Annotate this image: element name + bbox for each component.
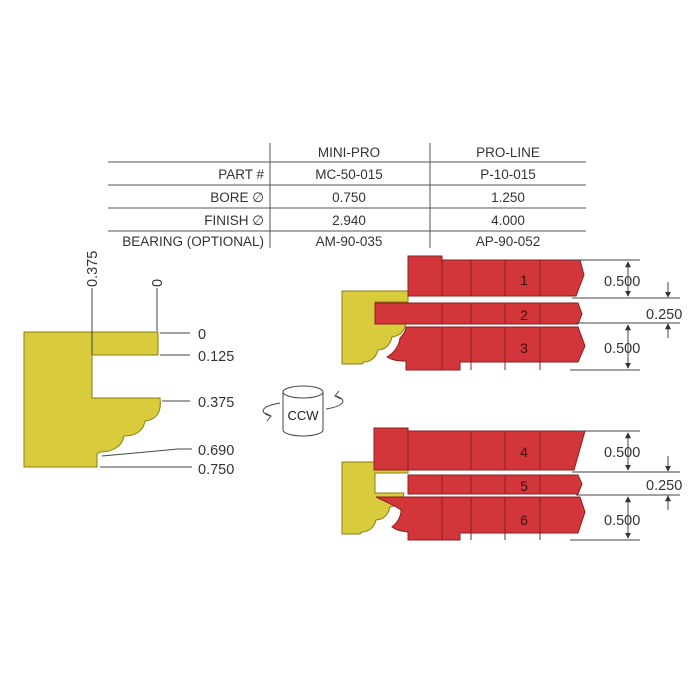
label-side-0125: 0.125 <box>198 349 234 365</box>
col-header-mini-pro: MINI-PRO <box>318 145 380 160</box>
cut-number-6: 6 <box>520 512 528 528</box>
leader-0690 <box>101 448 192 457</box>
cell-part-pro: P-10-015 <box>480 167 536 182</box>
rotation-indicator: CCW <box>262 385 344 437</box>
label-top-0375: 0.375 <box>85 251 101 287</box>
cut-number-4: 4 <box>520 444 528 460</box>
dim-label-upper-2: 0.250 <box>646 307 682 323</box>
dim-label-lower-6: 0.500 <box>604 513 640 529</box>
cutter-1 <box>407 255 585 297</box>
cell-bearing-pro: AP-90-052 <box>476 234 541 249</box>
label-side-0375: 0.375 <box>198 395 234 411</box>
cut-number-1: 1 <box>520 272 528 288</box>
label-side-0: 0 <box>198 327 206 343</box>
cutter-2 <box>374 302 583 325</box>
cutter-3 <box>386 326 586 371</box>
rotation-arrow-icon <box>262 390 344 422</box>
label-side-0750: 0.750 <box>198 462 234 478</box>
workpiece-lower <box>341 461 409 535</box>
row-label-bore: BORE ∅ <box>210 190 264 205</box>
cell-bore-mini: 0.750 <box>332 190 366 205</box>
cutter-4 <box>373 427 586 471</box>
cut-number-3: 3 <box>520 340 528 356</box>
label-top-0: 0 <box>150 279 166 287</box>
cutter-set-upper: 1 2 3 0.500 0.250 0.500 <box>341 255 682 371</box>
ccw-label: CCW <box>287 408 319 423</box>
spec-table: MINI-PRO PRO-LINE PART # MC-50-015 P-10-… <box>108 143 586 249</box>
cutter-6 <box>375 496 586 541</box>
dim-label-upper-1: 0.500 <box>604 274 640 290</box>
row-label-bearing: BEARING (OPTIONAL) <box>122 234 264 249</box>
cell-part-mini: MC-50-015 <box>315 167 383 182</box>
cutter-set-lower: 4 5 6 0.500 0.250 0.500 <box>341 427 682 541</box>
cell-bore-pro: 1.250 <box>491 190 525 205</box>
dim-label-lower-5: 0.250 <box>646 478 682 494</box>
row-label-part: PART # <box>218 167 264 182</box>
cutter-5 <box>407 474 583 495</box>
col-header-pro-line: PRO-LINE <box>476 145 540 160</box>
label-side-0690: 0.690 <box>198 443 234 459</box>
cut-number-2: 2 <box>520 307 528 323</box>
cell-finish-mini: 2.940 <box>332 213 366 228</box>
cell-bearing-mini: AM-90-035 <box>316 234 383 249</box>
cylinder-icon <box>282 385 324 437</box>
dim-label-upper-3: 0.500 <box>604 341 640 357</box>
dim-label-lower-4: 0.500 <box>604 445 640 461</box>
row-label-finish: FINISH ∅ <box>204 213 264 228</box>
profile-shape <box>23 331 161 468</box>
cell-finish-pro: 4.000 <box>491 213 525 228</box>
profile-diagram: 0.375 0 0 0.125 0.375 0.690 0.750 <box>23 251 234 478</box>
cut-number-5: 5 <box>520 478 528 494</box>
